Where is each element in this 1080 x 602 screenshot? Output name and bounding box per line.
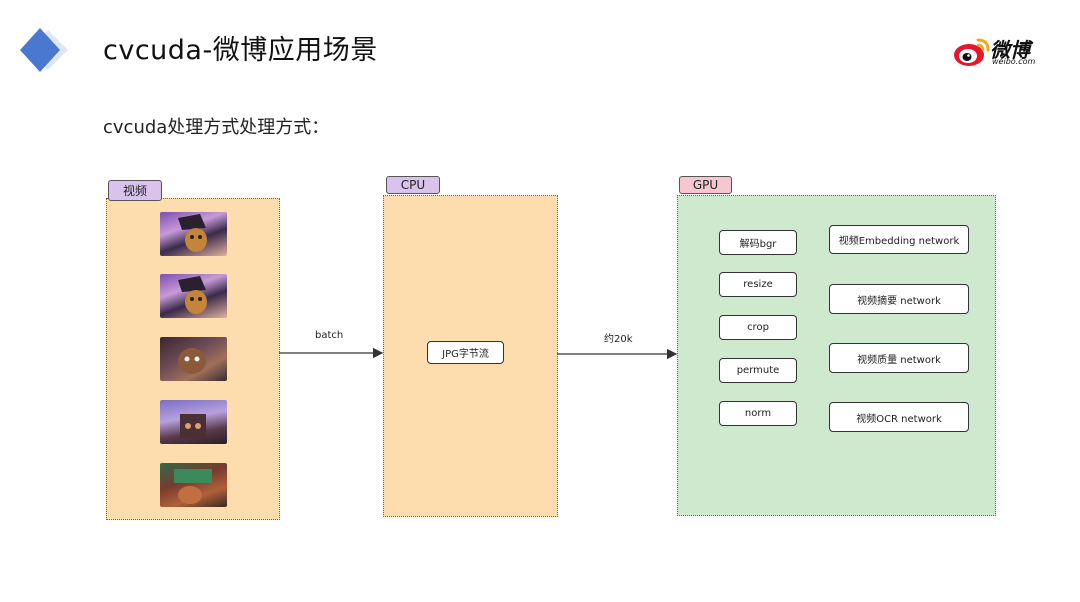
- weibo-logo-icon: [954, 38, 990, 66]
- page-title: cvcuda-微博应用场景: [103, 35, 378, 66]
- video-frame-thumbnail: [160, 400, 227, 444]
- video-frame-thumbnail: [160, 212, 227, 256]
- section-subtitle: cvcuda处理方式处理方式：: [103, 117, 330, 138]
- video-frame-thumbnail: [160, 274, 227, 318]
- gpu-group-label: GPU: [679, 176, 732, 194]
- cpu-group-label: CPU: [386, 176, 440, 194]
- video-frame-thumbnail: [160, 337, 227, 381]
- gpu-step-resize-node: resize: [719, 272, 797, 297]
- video-frame-thumbnail: [160, 463, 227, 507]
- gpu-step-crop-node: crop: [719, 315, 797, 340]
- video-group-label: 视频: [108, 180, 162, 201]
- gpu-step-norm-node: norm: [719, 401, 797, 426]
- brand-name: 微博: [990, 38, 1030, 62]
- cpu-jpg-bytestream-node: JPG字节流: [427, 341, 504, 364]
- gpu-network-embedding-node: 视频Embedding network: [829, 225, 969, 254]
- gpu-step-decode-node: 解码bgr: [719, 230, 797, 255]
- edge-label-batch: batch: [315, 330, 344, 341]
- brand-url: weibo.com: [992, 57, 1036, 66]
- gpu-network-quality-node: 视频质量 network: [829, 343, 969, 373]
- gpu-network-ocr-node: 视频OCR network: [829, 402, 969, 432]
- gpu-step-permute-node: permute: [719, 358, 797, 383]
- edge-label-size: 约20k: [604, 334, 633, 345]
- gpu-network-summary-node: 视频摘要 network: [829, 284, 969, 314]
- presentation-logo-icon: [20, 28, 68, 72]
